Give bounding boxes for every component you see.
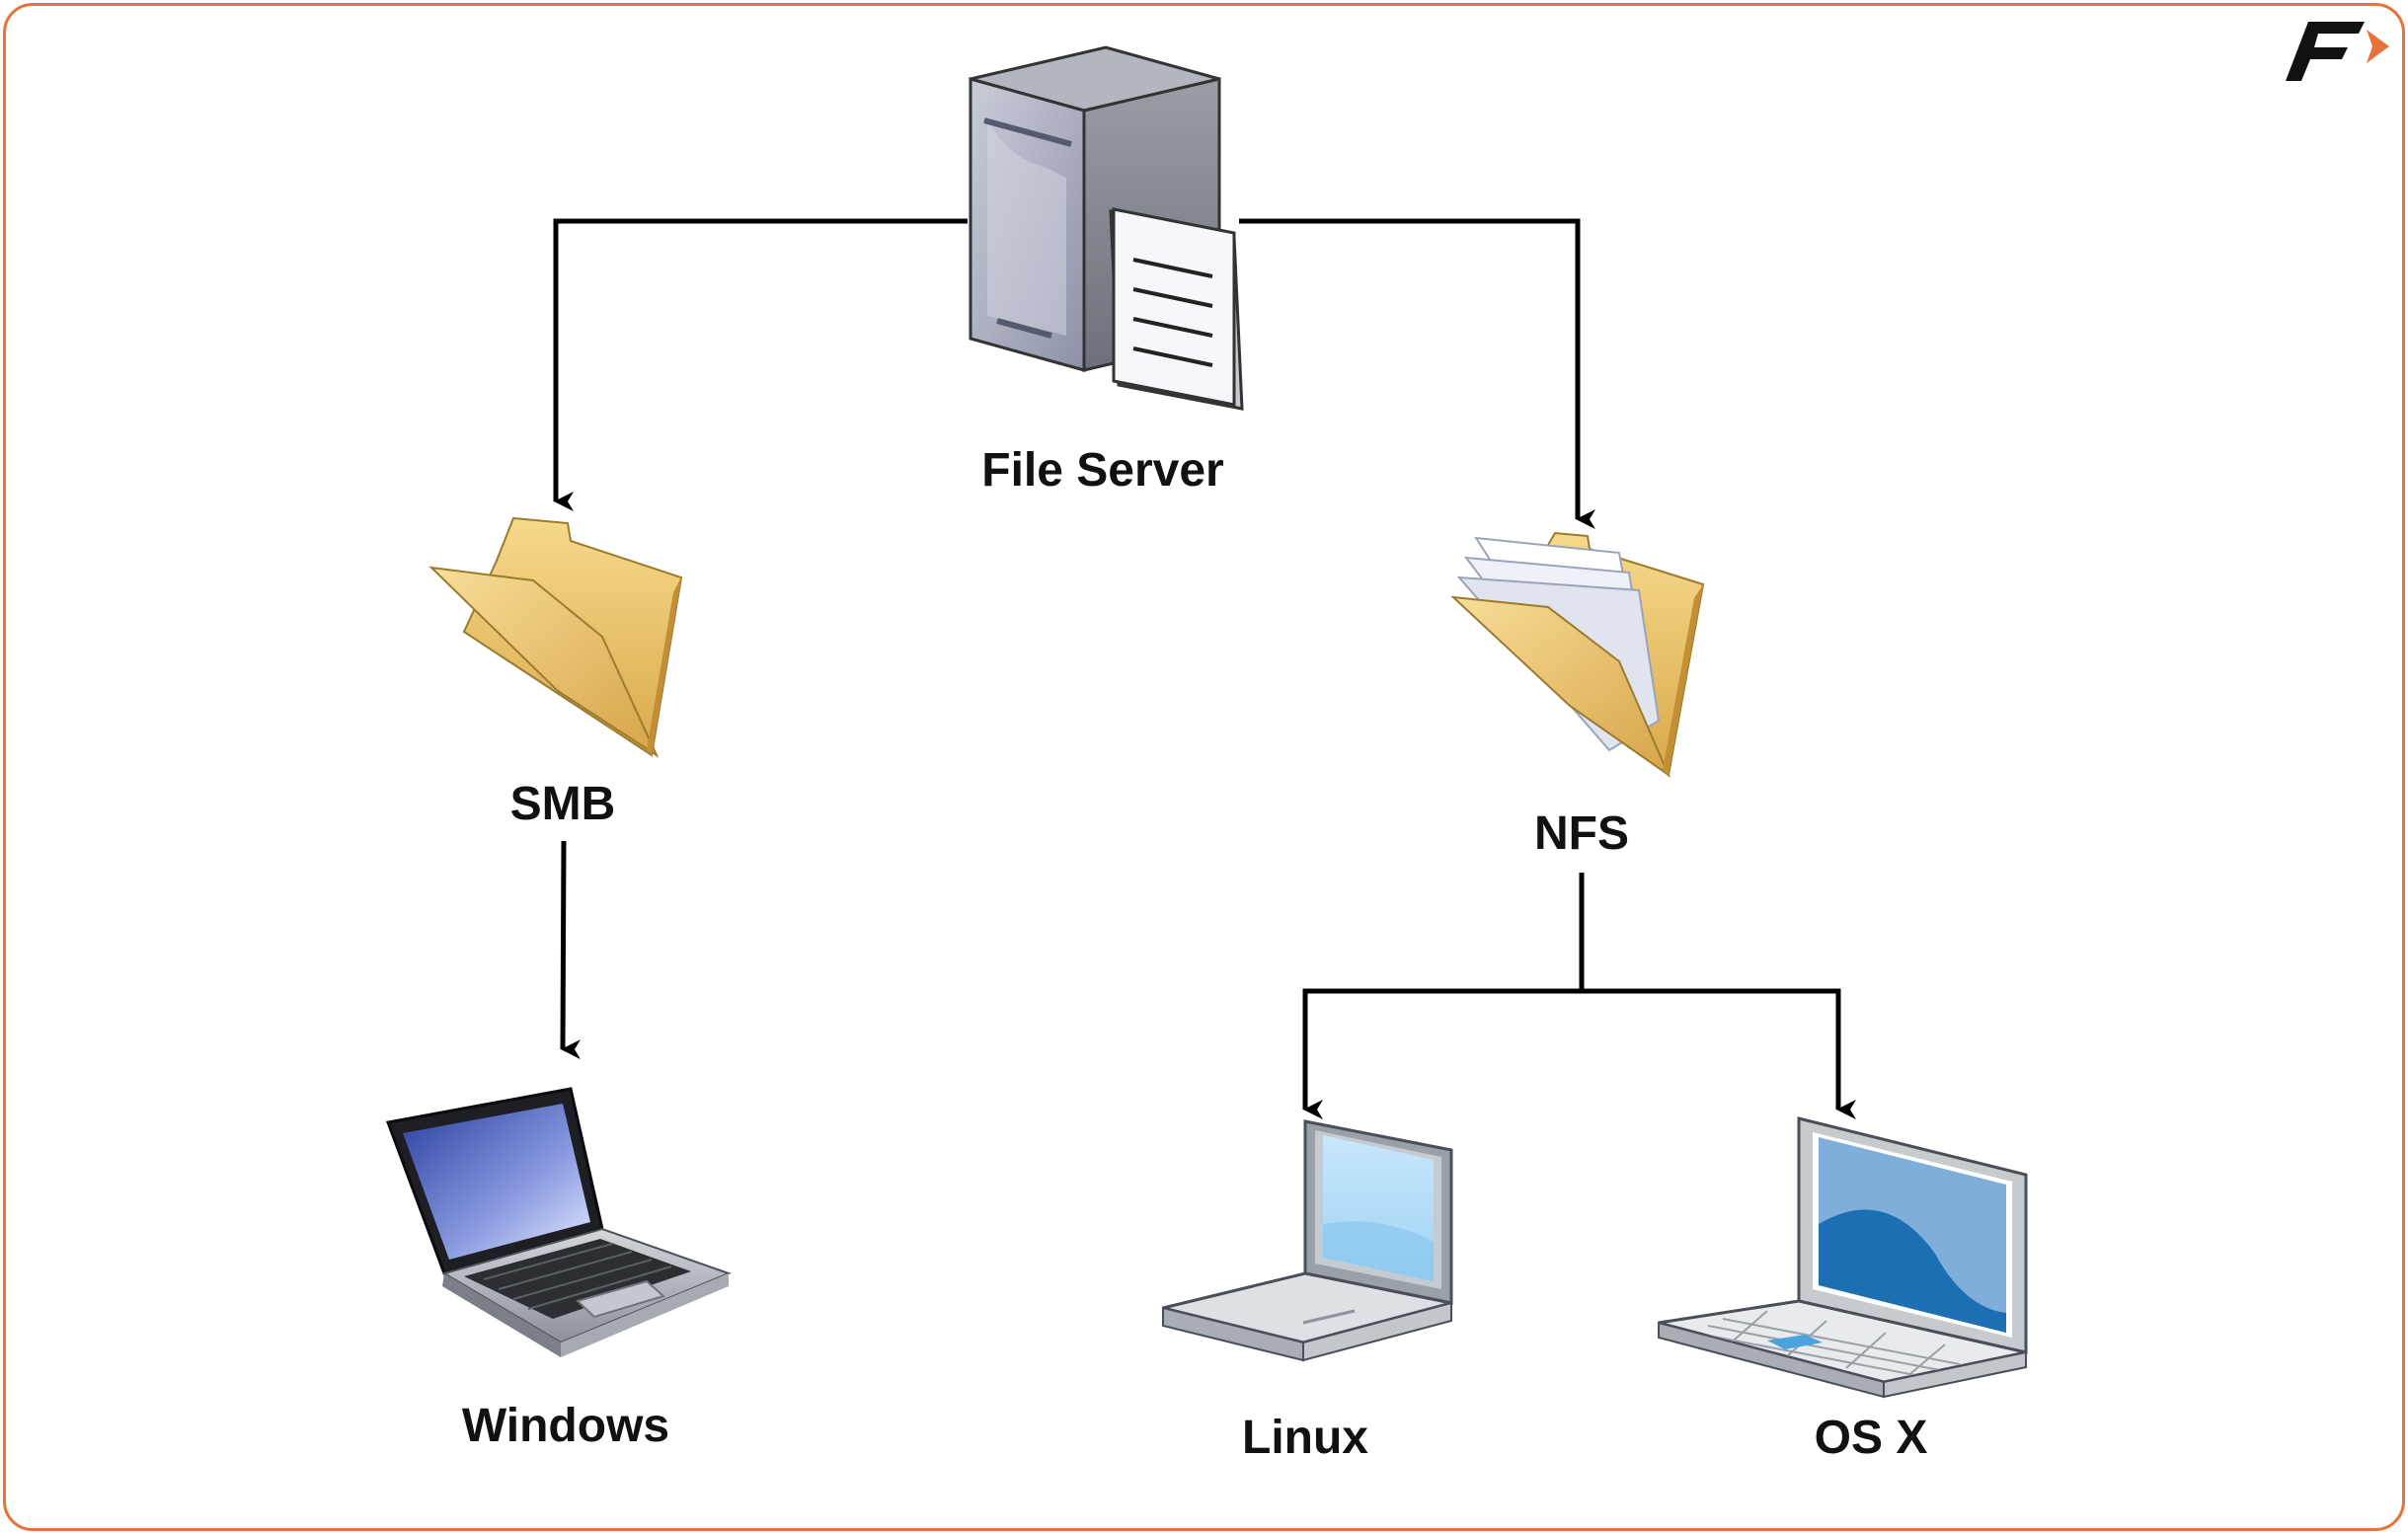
folder-icon <box>428 516 683 758</box>
edge-fileserver-nfs <box>1239 218 1595 529</box>
windows-label: Windows <box>462 1400 669 1452</box>
edge-nfs-linux <box>1302 988 1582 1119</box>
connectors <box>553 218 1856 1119</box>
nfs-label: NFS <box>1534 807 1629 860</box>
laptop-icon <box>1162 1119 1453 1362</box>
brand-logo-icon <box>2286 22 2389 81</box>
laptop-icon <box>385 1087 732 1357</box>
laptop-icon <box>1658 1116 2028 1399</box>
file-server-icon <box>969 45 1244 411</box>
osx-label: OS X <box>1815 1412 1928 1464</box>
smb-label: SMB <box>510 778 616 830</box>
edge-fileserver-smb <box>553 218 968 511</box>
file-server-label: File Server <box>981 444 1223 497</box>
folder-with-files-icon <box>1450 531 1705 778</box>
edge-smb-windows <box>560 840 582 1060</box>
linux-label: Linux <box>1242 1412 1368 1464</box>
edge-nfs-osx <box>1582 988 1856 1119</box>
